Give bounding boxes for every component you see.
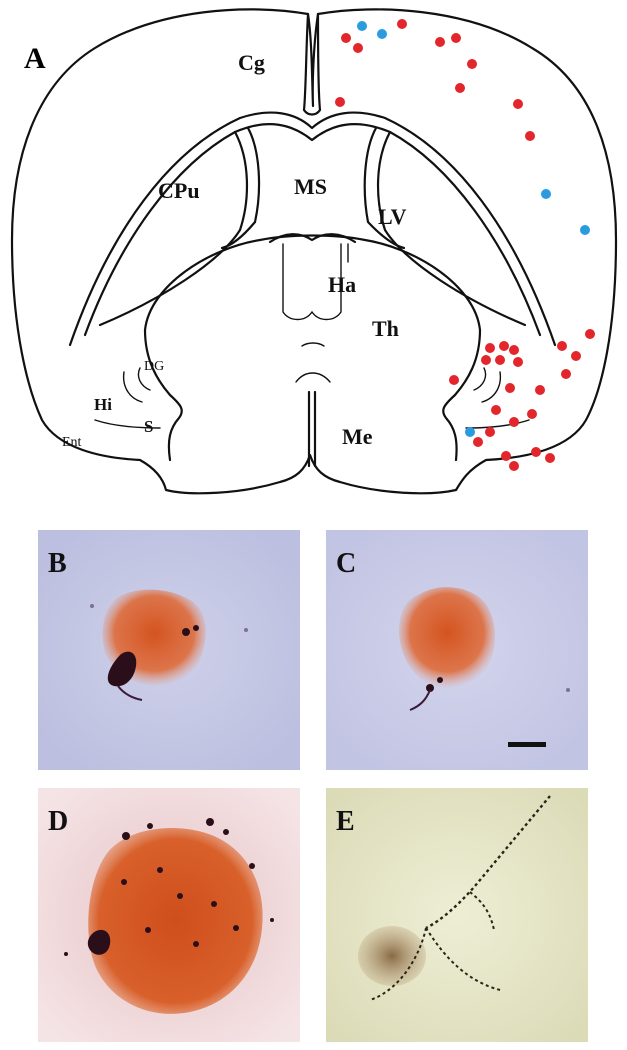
red-marker [525, 131, 535, 141]
diencephalon [143, 234, 482, 462]
stained-neuron [88, 828, 263, 1014]
subiculum-left [94, 419, 161, 429]
label-ha: Ha [328, 272, 356, 297]
red-marker [513, 99, 523, 109]
red-marker [527, 409, 537, 419]
panel-c-letter: C [336, 548, 356, 579]
red-marker [341, 33, 351, 43]
red-marker [397, 19, 407, 29]
red-marker [467, 59, 477, 69]
red-marker [557, 341, 567, 351]
panel-d-micrograph: D [38, 788, 300, 1042]
third-ventricle-bottom [295, 372, 331, 383]
red-marker [435, 37, 445, 47]
label-cg: Cg [238, 50, 265, 75]
red-marker [485, 343, 495, 353]
blue-marker [465, 427, 475, 437]
faint-soma [358, 926, 426, 986]
label-s: S [144, 417, 153, 436]
midline-lower [307, 390, 317, 468]
red-marker [531, 447, 541, 457]
label-me: Me [342, 424, 373, 449]
striatum-right [376, 130, 527, 327]
corpus-callosum [68, 111, 557, 347]
third-ventricle-top [301, 342, 325, 347]
label-ms: MS [294, 174, 327, 199]
red-marker [535, 385, 545, 395]
panel-a-diagram: A Cg CPu MS LV Ha Th DG Hi S Ent Me [10, 8, 618, 495]
stained-neuron [398, 587, 495, 689]
red-marker [481, 355, 491, 365]
corpus-callosum-inner [83, 123, 542, 337]
red-marker [499, 341, 509, 351]
label-cpu: CPu [158, 178, 200, 203]
striatum-left [98, 130, 249, 327]
brain-outline [10, 8, 618, 495]
ventricle-left [220, 126, 261, 250]
label-th: Th [372, 316, 399, 341]
panel-d-letter: D [48, 806, 68, 837]
hippocampus-right-arc2 [473, 367, 487, 391]
red-marker [449, 375, 459, 385]
label-dg: DG [144, 359, 164, 374]
panel-a-letter: A [24, 42, 46, 75]
red-marker [501, 451, 511, 461]
panel-c-micrograph: C [326, 530, 588, 770]
red-marker [571, 351, 581, 361]
dark-deposit [107, 651, 137, 687]
ventricle-right [363, 126, 406, 250]
blue-marker [541, 189, 551, 199]
blue-marker [377, 29, 387, 39]
hippocampus-left-arc1 [122, 371, 143, 403]
red-marker [495, 355, 505, 365]
red-marker [509, 417, 519, 427]
red-marker [353, 43, 363, 53]
red-marker [335, 97, 345, 107]
red-marker [585, 329, 595, 339]
habenula-cap [268, 233, 357, 244]
red-marker [561, 369, 571, 379]
cell-markers [335, 19, 595, 471]
panel-e-letter: E [336, 806, 355, 837]
label-ent: Ent [62, 435, 82, 450]
red-marker [485, 427, 495, 437]
midline-fissure [302, 12, 322, 116]
red-marker [455, 83, 465, 93]
red-marker [451, 33, 461, 43]
scale-bar [508, 742, 546, 747]
habenula [282, 243, 342, 321]
red-marker [513, 357, 523, 367]
red-marker [505, 383, 515, 393]
labeled-fiber [425, 795, 551, 930]
label-lv: LV [378, 204, 407, 229]
panel-b-micrograph: B [38, 530, 300, 770]
subiculum-right [465, 419, 530, 429]
red-marker [473, 437, 483, 447]
red-marker [509, 461, 519, 471]
panel-b-letter: B [48, 548, 67, 579]
labeled-fiber-branch [369, 891, 501, 1001]
dark-deposit [87, 929, 111, 955]
blue-marker [357, 21, 367, 31]
red-marker [509, 345, 519, 355]
blue-marker [580, 225, 590, 235]
hippocampus-right-arc1 [481, 371, 502, 403]
panel-e-micrograph: E [326, 788, 588, 1042]
label-hi: Hi [94, 395, 112, 414]
hippocampus-left-arc2 [137, 367, 151, 391]
red-marker [491, 405, 501, 415]
red-marker [545, 453, 555, 463]
